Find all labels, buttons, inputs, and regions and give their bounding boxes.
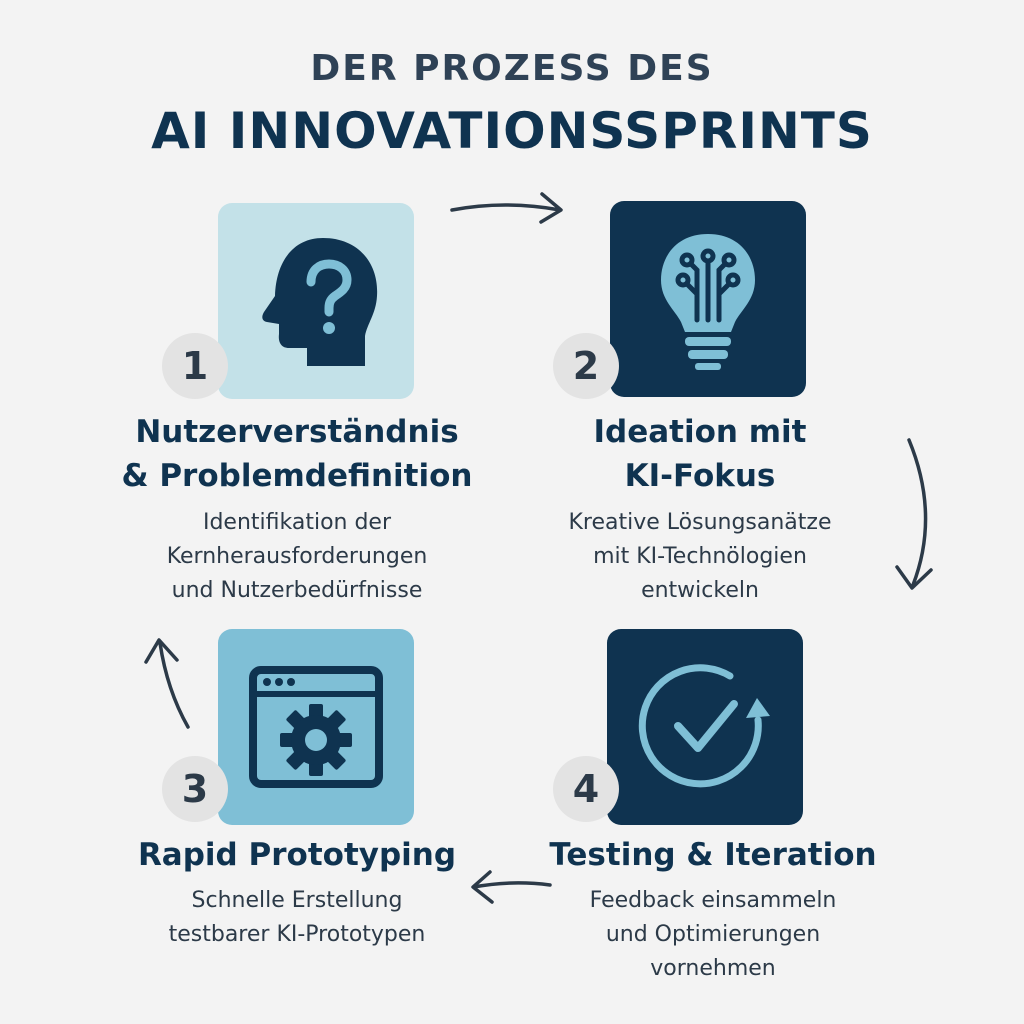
step-2-description: Kreative Lösungsanätze mit KI-Technölogi… bbox=[490, 506, 910, 608]
step-1-icon-tile bbox=[218, 203, 414, 399]
lightbulb-circuit-icon bbox=[661, 234, 755, 370]
step-2-title: Ideation mit KI-Fokus bbox=[490, 410, 910, 498]
step-1-desc-line-2: Kernherausforderungen bbox=[166, 544, 428, 569]
step-1-number: 1 bbox=[162, 333, 228, 399]
step-4-title-line-1: Testing & Iteration bbox=[549, 837, 877, 873]
step-2-desc-line-2: mit KI-Technölogien bbox=[593, 544, 807, 569]
step-3-description: Schnelle Erstellung testbarer KI-Prototy… bbox=[82, 884, 512, 952]
arrow-4-to-3-shaft bbox=[472, 881, 552, 889]
page-title: AI INNOVATIONSSPRINTS bbox=[151, 102, 873, 160]
step-2-desc-line-3: entwickeln bbox=[641, 578, 759, 603]
step-2-title-line-2: KI-Fokus bbox=[624, 458, 776, 494]
head-question-icon bbox=[262, 238, 378, 366]
step-3-desc-line-2: testbarer KI-Prototypen bbox=[168, 922, 426, 947]
step-1-description: Identifikation der Kernherausforderungen… bbox=[82, 506, 512, 608]
arrow-1-to-2-head bbox=[539, 192, 563, 224]
step-1-desc-line-1: Identifikation der bbox=[202, 510, 392, 535]
step-1-title-line-1: Nutzerverständnis bbox=[135, 414, 459, 450]
step-2-number: 2 bbox=[553, 333, 619, 399]
step-3-title: Rapid Prototyping bbox=[82, 833, 512, 877]
step-3-icon-tile bbox=[218, 629, 414, 825]
step-3-title-line-1: Rapid Prototyping bbox=[137, 837, 457, 873]
cycle-check-icon bbox=[638, 664, 770, 788]
step-3-desc-line-1: Schnelle Erstellung bbox=[191, 888, 403, 913]
arrow-4-to-3-head bbox=[471, 870, 494, 904]
arrow-2-to-4-head bbox=[895, 565, 933, 590]
arrow-3-to-1-shaft bbox=[158, 641, 190, 729]
step-1-desc-line-3: und Nutzerbedürfnisse bbox=[171, 578, 423, 603]
arrow-3-to-1-head bbox=[144, 638, 179, 664]
step-4-number: 4 bbox=[553, 756, 619, 822]
browser-gear-icon bbox=[249, 666, 383, 788]
step-4-title: Testing & Iteration bbox=[500, 833, 926, 877]
step-4-desc-line-1: Feedback einsammeln bbox=[589, 888, 837, 913]
step-1-title-line-2: & Problemdefinition bbox=[121, 458, 473, 494]
step-1-title: Nutzerverständnis & Problemdefinition bbox=[82, 410, 512, 498]
arrow-2-to-4-shaft bbox=[907, 438, 928, 587]
step-4-desc-line-2: und Optimierungen bbox=[605, 922, 821, 947]
step-4-desc-line-3: vornehmen bbox=[650, 956, 776, 981]
step-4-icon-tile bbox=[607, 629, 803, 825]
step-2-desc-line-1: Kreative Lösungsanätze bbox=[568, 510, 832, 535]
step-2-icon-tile bbox=[610, 201, 806, 397]
title-line-1: DER PROZESS DES bbox=[310, 48, 714, 89]
arrow-1-to-2-shaft bbox=[450, 203, 562, 212]
step-4-description: Feedback einsammeln und Optimierungen vo… bbox=[500, 884, 926, 986]
step-2-title-line-1: Ideation mit bbox=[593, 414, 807, 450]
step-3-number: 3 bbox=[162, 756, 228, 822]
